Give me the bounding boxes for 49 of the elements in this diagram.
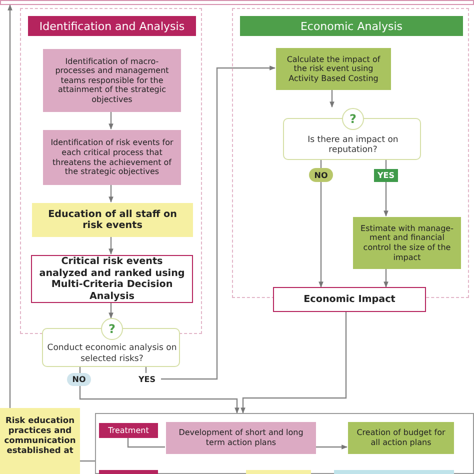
section-header: Economic Analysis <box>240 16 463 36</box>
process-box <box>32 203 193 237</box>
group-frame <box>95 413 474 474</box>
process-text: Creation of budget for all action plans <box>356 427 446 449</box>
process-box <box>166 422 316 454</box>
connector-arrow <box>318 159 324 288</box>
process-box <box>353 217 461 269</box>
connector-arrow <box>8 4 12 408</box>
question-mark-icon: ? <box>101 318 123 340</box>
connector-arrow <box>384 159 388 217</box>
connector-arrow <box>315 444 348 450</box>
stage-tag <box>99 423 158 438</box>
process-text: Treatment <box>107 424 150 437</box>
dashed-section-frame <box>20 8 202 334</box>
process-box <box>348 422 454 454</box>
process-text: Critical risk events analyzed and ranked using Multi-Criteria Decision Analysis <box>38 256 186 302</box>
process-text: Identification of macro-processes and management teams responsible for the attainment of the strategic objectives <box>54 56 170 106</box>
process-box <box>43 49 181 112</box>
process-text: Economic Impact <box>302 292 396 307</box>
connector-arrow <box>108 302 114 319</box>
connector-arrow <box>240 312 347 414</box>
connector-arrow <box>145 66 276 380</box>
process-box <box>273 287 426 312</box>
process-box <box>334 470 454 474</box>
connector-arrow <box>384 268 388 288</box>
process-box <box>276 48 391 90</box>
edge-label: NO <box>67 372 91 386</box>
question-mark-icon: ? <box>342 108 364 130</box>
edge-label: NO <box>309 168 333 182</box>
connector-arrow <box>79 367 240 414</box>
process-text: Calculate the impact of the risk event using Activity Based Costing <box>286 54 382 85</box>
decision-text: Conduct economic analysis on selected risks? <box>47 342 177 366</box>
process-box <box>0 408 80 474</box>
process-box <box>43 130 181 185</box>
connector-arrow <box>108 236 114 255</box>
edge-label: YES <box>374 168 398 182</box>
process-box <box>0 0 474 5</box>
decision-text: Is there an impact on reputation? <box>306 134 400 157</box>
section-header: Identification and Analysis <box>28 16 196 36</box>
process-box <box>99 470 158 474</box>
connector-arrow <box>330 89 334 108</box>
process-text: Risk education practices and communication established at <box>3 414 77 457</box>
process-box <box>246 470 311 474</box>
connector-arrow <box>108 184 114 203</box>
connector-arrow <box>108 111 114 130</box>
process-text: Development of short and long term action plans <box>178 427 304 449</box>
process-text: Estimate with manage-ment and financial control the size of the impact <box>360 222 454 264</box>
process-text: Education of all staff on risk events <box>47 208 178 233</box>
process-text: Identification of risk events for each critical process that threatens the achievement of the strategic objectives <box>50 137 174 178</box>
